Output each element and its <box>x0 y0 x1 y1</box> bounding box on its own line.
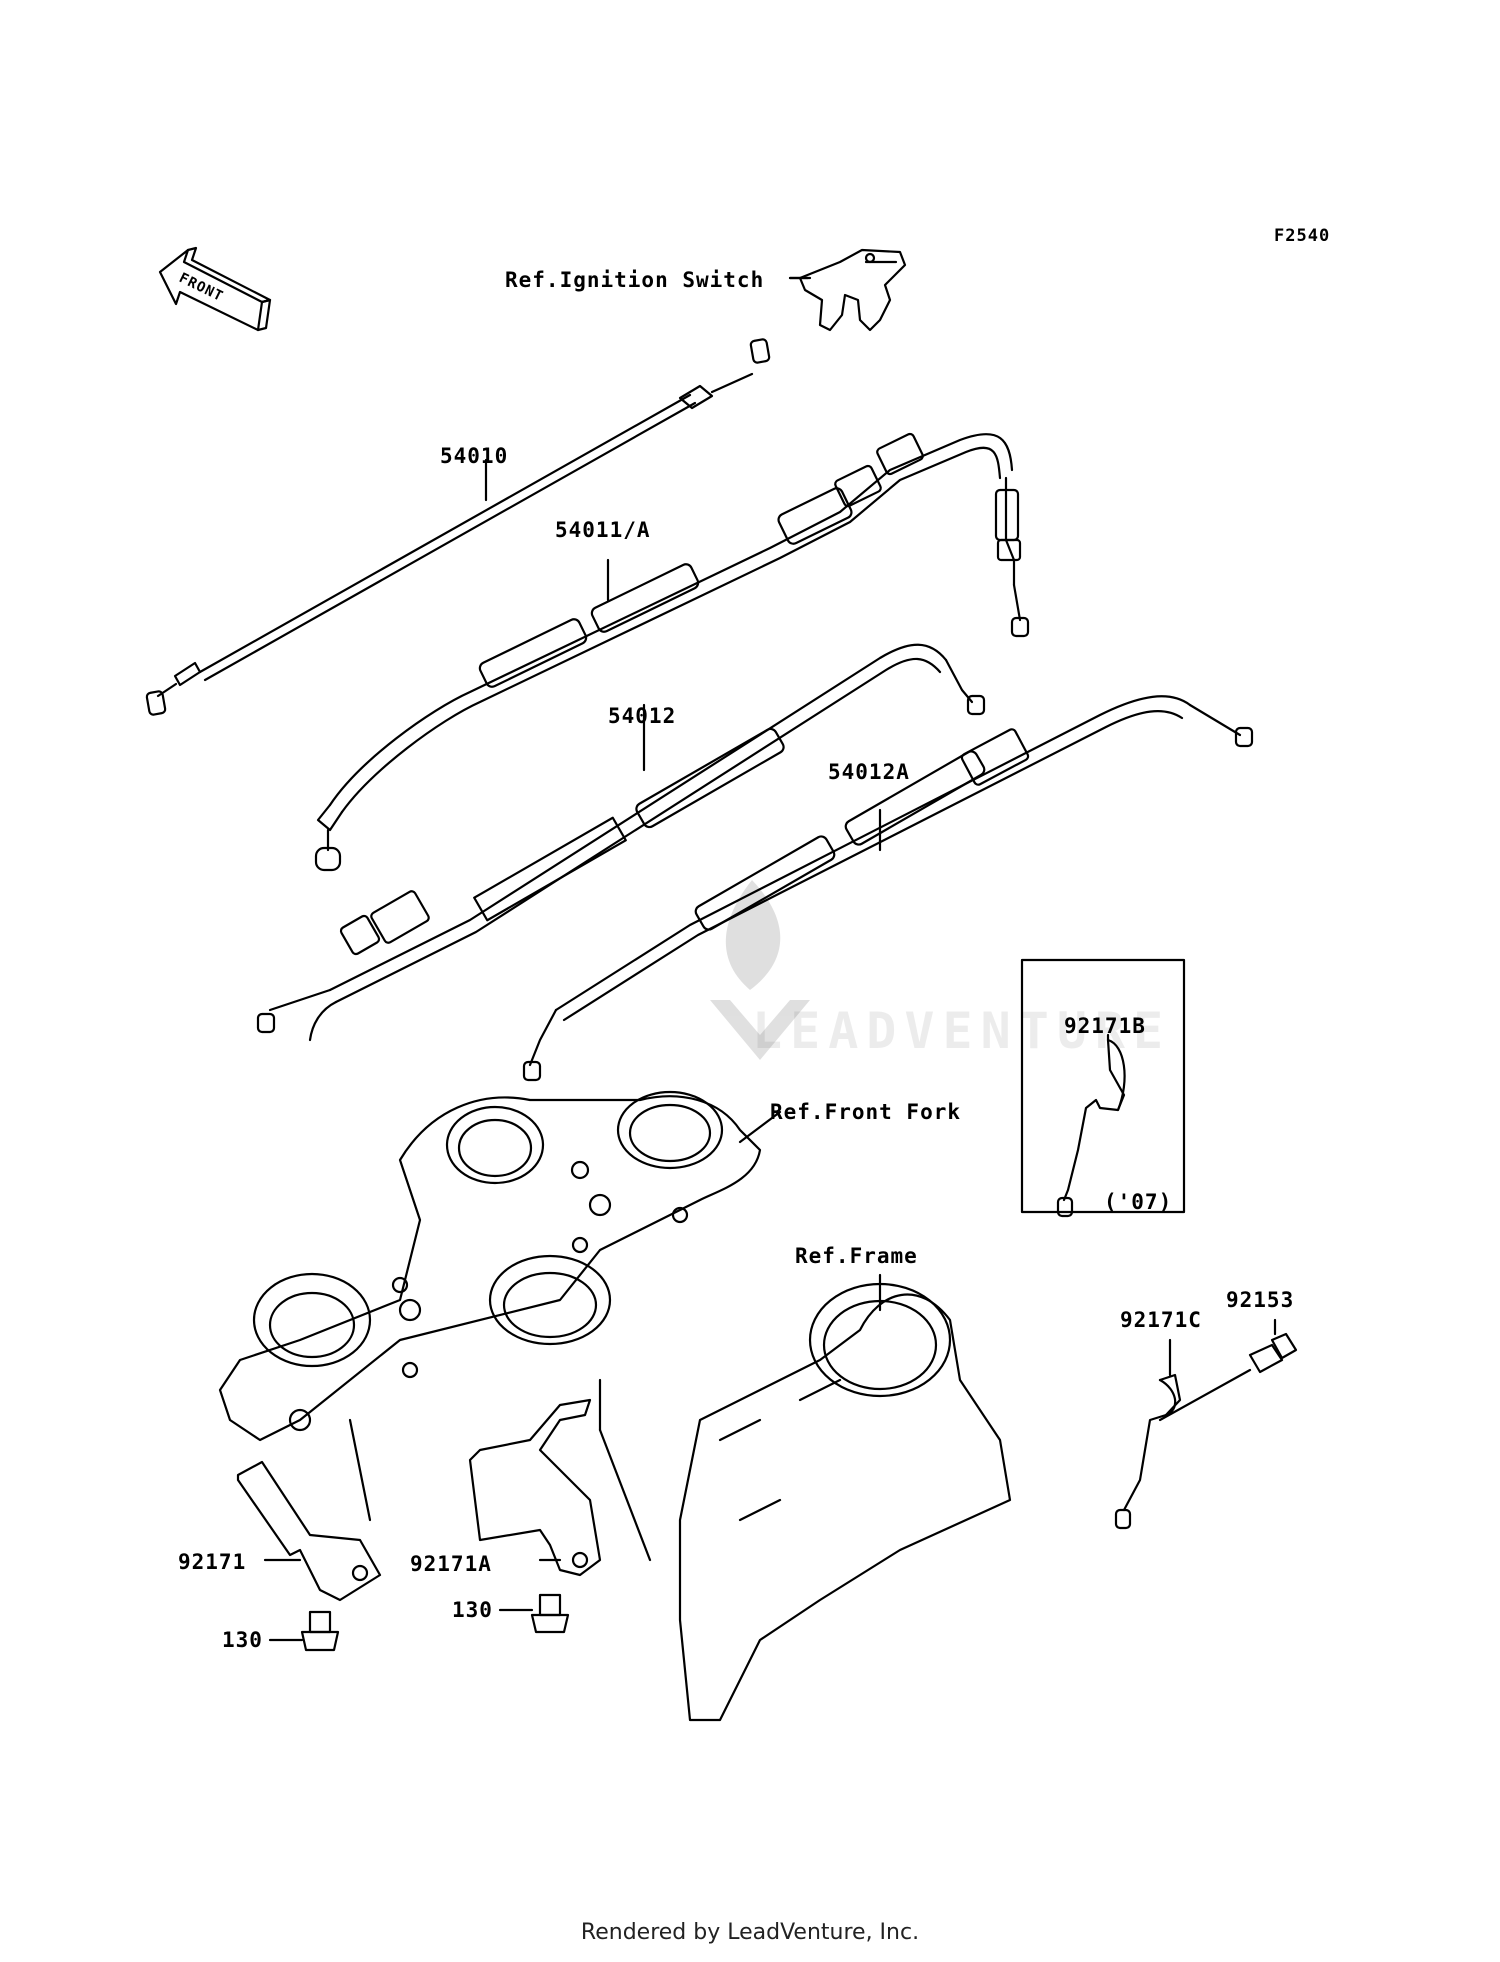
part-label-54012: 54012 <box>608 704 677 728</box>
clip-92171b <box>1020 958 1186 1218</box>
cable-54012a <box>522 695 1254 1082</box>
part-label-54012a: 54012A <box>828 760 910 784</box>
bolt-130-left <box>268 1610 340 1652</box>
frame-head <box>678 1273 1012 1722</box>
part-label-92171: 92171 <box>178 1550 247 1574</box>
part-label-54010: 54010 <box>440 444 509 468</box>
ref-ignition-switch-label: Ref.Ignition Switch <box>505 268 765 292</box>
cable-54012 <box>256 643 986 1042</box>
bracket-92171a <box>468 1378 652 1577</box>
ref-front-fork-label: Ref.Front Fork <box>770 1100 962 1124</box>
part-label-130-mid: 130 <box>452 1598 493 1622</box>
bolt-130-mid <box>498 1593 570 1634</box>
part-year-label: ('07) <box>1104 1190 1173 1214</box>
ref-frame-label: Ref.Frame <box>795 1244 918 1268</box>
watermark-text: LEADVENTURE <box>752 1002 1172 1060</box>
front-fork-clamp <box>218 1090 782 1442</box>
part-label-92171a: 92171A <box>410 1552 492 1576</box>
bracket-92171 <box>236 1418 382 1602</box>
part-label-92153: 92153 <box>1226 1288 1295 1312</box>
cable-54010 <box>145 338 771 716</box>
cable-54011a <box>314 432 1030 872</box>
ignition-switch-bracket <box>788 248 907 332</box>
part-label-130-left: 130 <box>222 1628 263 1652</box>
diagram-code: F2540 <box>1274 226 1331 246</box>
part-label-54011a: 54011/A <box>555 518 651 542</box>
front-arrow-icon <box>158 246 272 332</box>
bolt-92153 <box>1248 1318 1298 1374</box>
leadventure-logo-icon <box>710 880 810 1060</box>
clip-92171c <box>1114 1338 1252 1530</box>
part-label-92171c: 92171C <box>1120 1308 1202 1332</box>
footer-credit: Rendered by LeadVenture, Inc. <box>580 1920 920 1945</box>
part-label-92171b: 92171B <box>1064 1014 1146 1038</box>
